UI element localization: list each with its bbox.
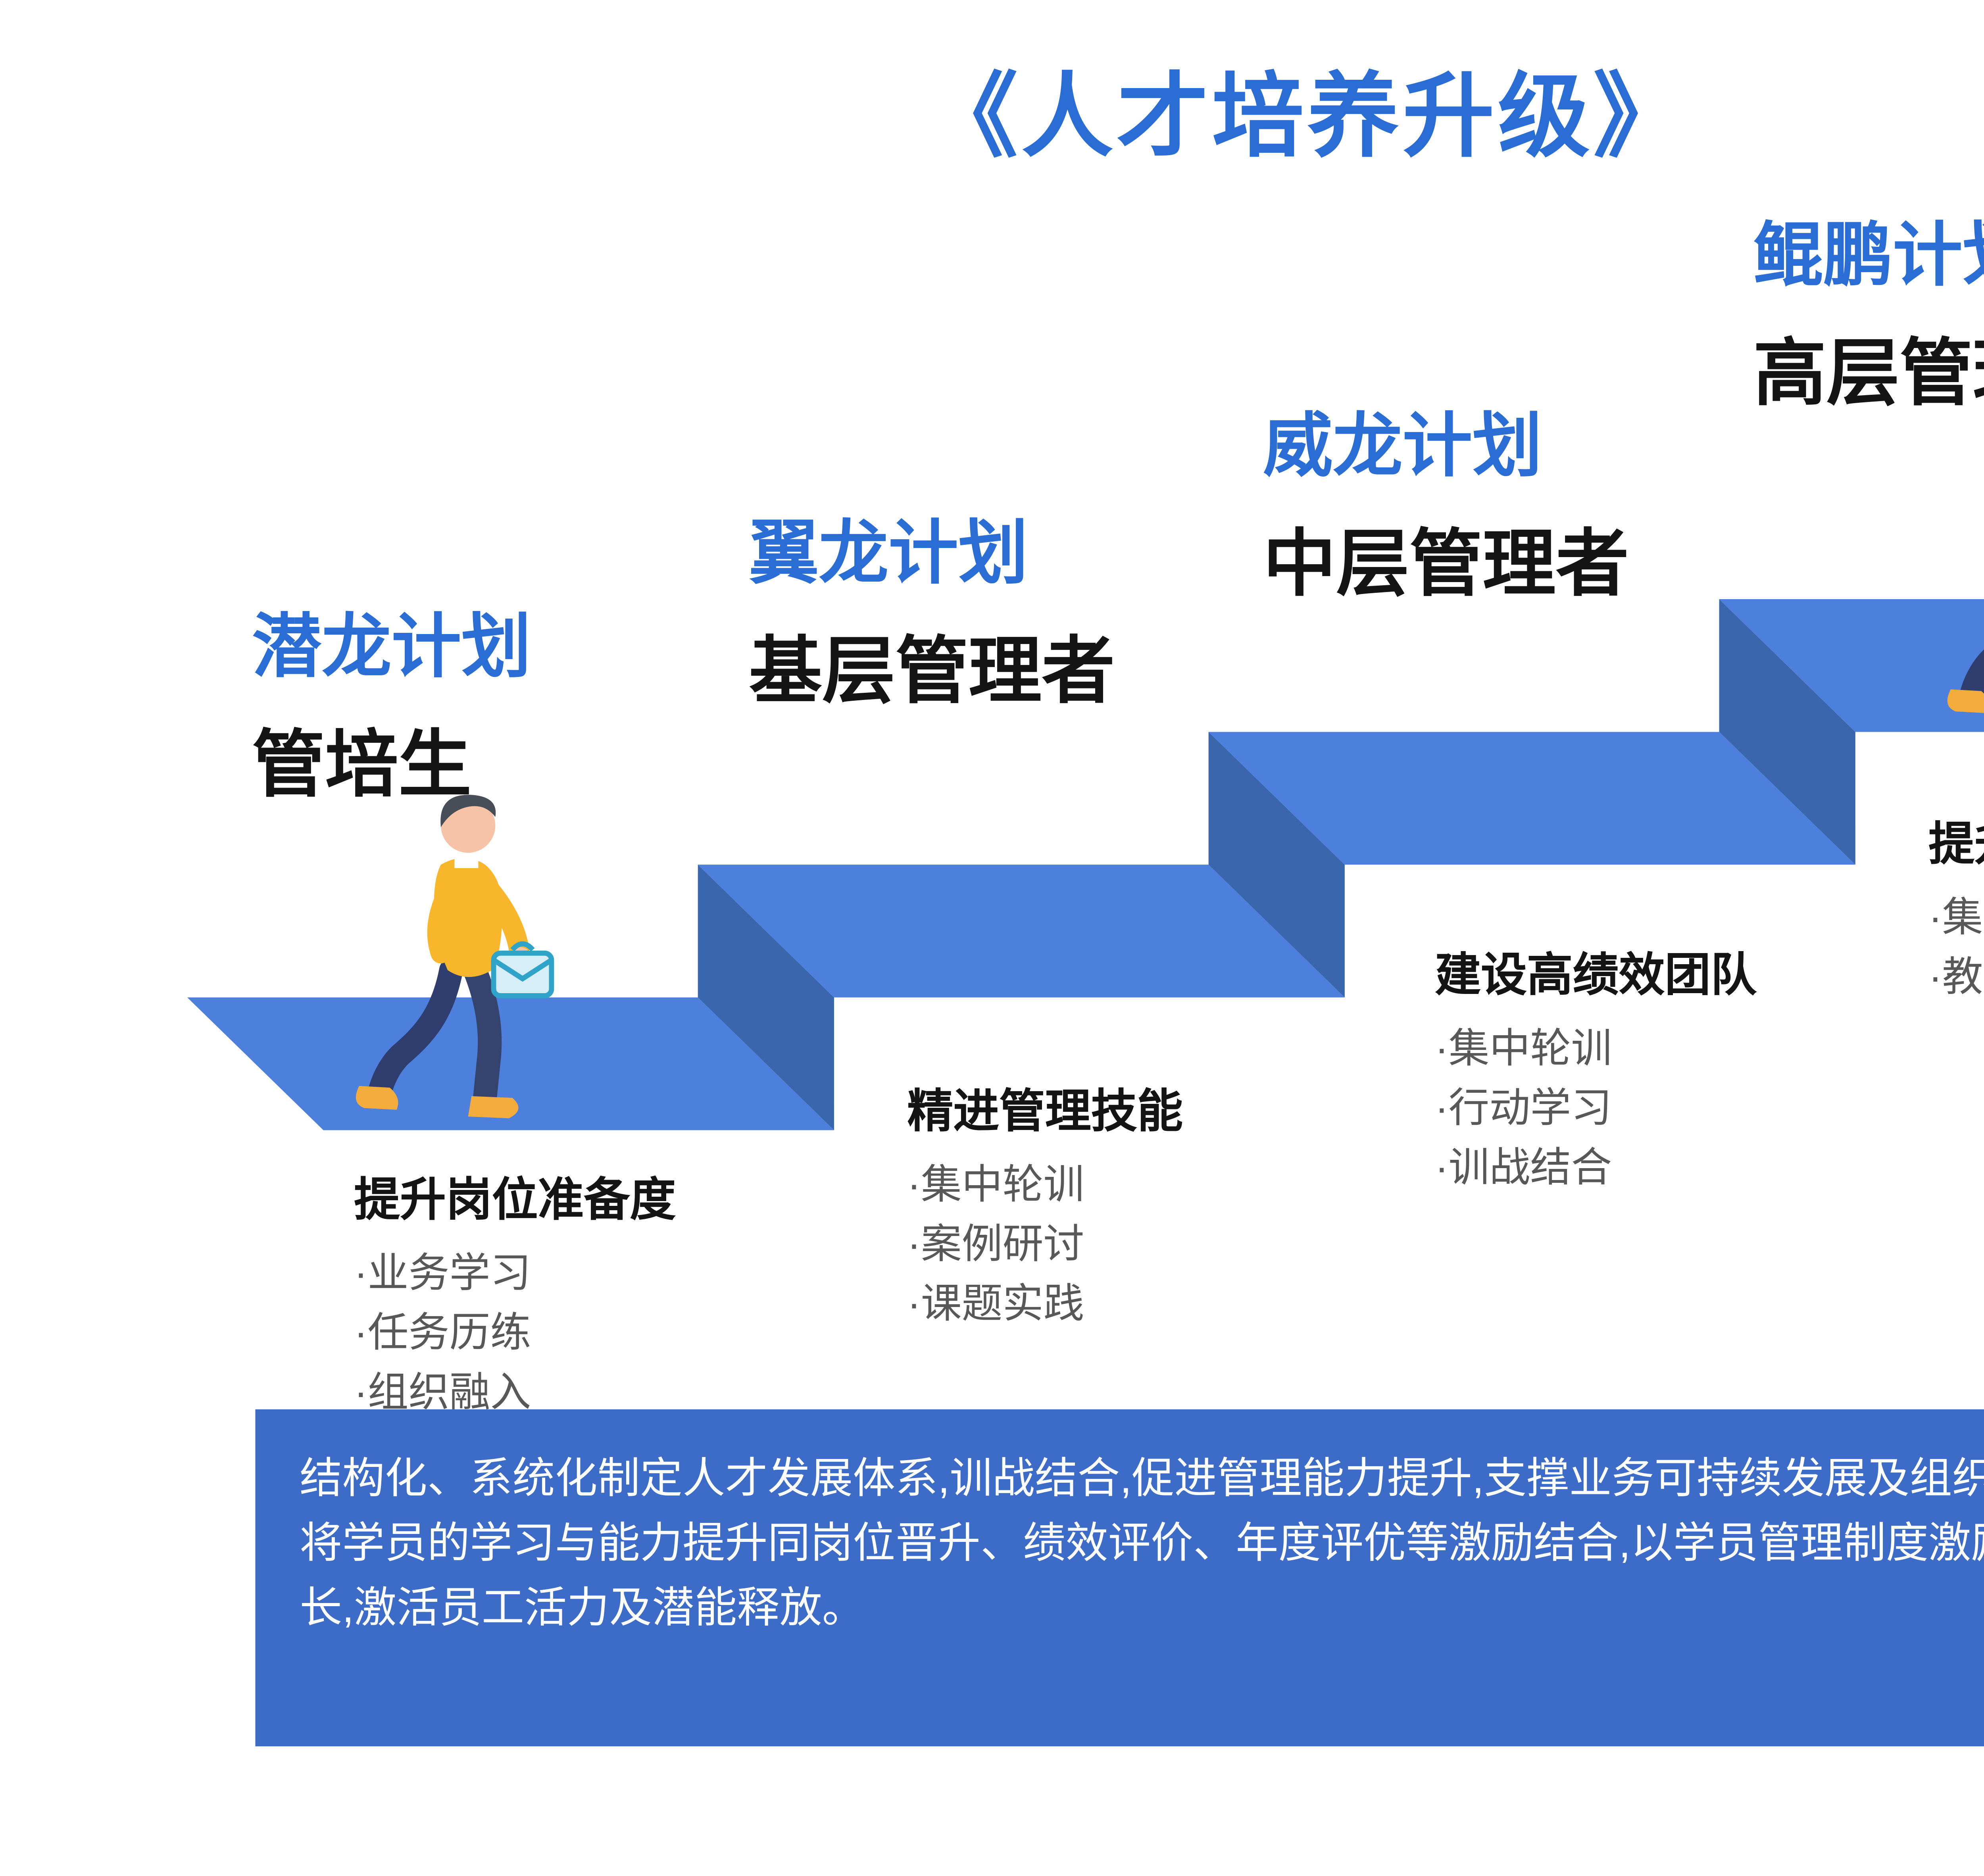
stage-4-item-2: ·教练辅导	[1928, 955, 1984, 1001]
stage-1-focus-title: 提升岗位准备度	[354, 1174, 676, 1226]
stage-2-item-3: ·课题实践	[907, 1282, 1084, 1328]
stage-2-item-1: ·集中轮训	[907, 1162, 1084, 1209]
page-title: 《人才培养升级》	[926, 66, 1689, 169]
step-3-riser	[1208, 732, 1345, 998]
step-1-surface	[187, 997, 834, 1130]
stage-2-focus-title: 精进管理技能	[907, 1086, 1183, 1137]
stage-4-detail: 提升组织与业务领导力 ·集体学习 ·教练辅导	[1928, 807, 1984, 1007]
stage-3-item-1: ·集中轮训	[1435, 1026, 1612, 1073]
stage-1-plan-name: 潜龙计划	[252, 607, 531, 686]
step-2-surface	[698, 865, 1345, 998]
summary-box: 结构化、系统化制定人才发展体系,训战结合,促进管理能力提升,支撑业务可持续发展及…	[255, 1409, 1984, 1747]
step-4-riser	[1719, 599, 1855, 865]
stage-3-detail: 建设高绩效团队 ·集中轮训 ·行动学习 ·训战结合	[1435, 938, 1757, 1198]
stage-3-item-2: ·行动学习	[1435, 1086, 1612, 1132]
stage-2-label-group: 翼龙计划 基层管理者	[749, 495, 1115, 718]
summary-paragraph-1: 结构化、系统化制定人才发展体系,训战结合,促进管理能力提升,支撑业务可持续发展及…	[299, 1455, 1984, 1503]
stage-1-item-3: ·组织融入	[354, 1370, 531, 1417]
stage-2-role: 基层管理者	[749, 631, 1115, 713]
summary-paragraph-2: 将学员的学习与能力提升同岗位晋升、绩效评价、年度评优等激励结合,以学员管理制度激…	[299, 1520, 1984, 1632]
stage-2-item-2: ·案例研讨	[907, 1222, 1084, 1268]
stage-3-label-group: 威龙计划 中层管理者	[1263, 388, 1629, 611]
stage-1-item-2: ·任务历练	[354, 1311, 531, 1357]
stage-4-item-1: ·集体学习	[1928, 895, 1984, 942]
stage-1-role: 管培生	[252, 725, 472, 807]
stage-2-detail: 精进管理技能 ·集中轮训 ·案例研讨 ·课题实践	[907, 1074, 1183, 1334]
step-2-riser	[698, 865, 834, 1130]
stage-4-label-group: 鲲鹏计划 高层管理者	[1753, 198, 1984, 421]
staircase	[187, 599, 1984, 1130]
stage-4-role: 高层管理者	[1753, 333, 1984, 415]
stage-1-item-1: ·业务学习	[354, 1251, 531, 1297]
stage-1-label-group: 潜龙计划 管培生	[252, 589, 531, 812]
stage-1-detail: 提升岗位准备度 ·业务学习 ·任务历练 ·组织融入	[354, 1163, 676, 1423]
step-4-surface	[1719, 599, 1984, 732]
stage-3-item-3: ·训战结合	[1435, 1145, 1612, 1192]
stage-3-focus-title: 建设高绩效团队	[1435, 950, 1757, 1001]
stage-2-plan-name: 翼龙计划	[749, 514, 1028, 592]
stage-3-role: 中层管理者	[1263, 524, 1629, 606]
stage-3-plan-name: 威龙计划	[1263, 407, 1542, 485]
stage-4-focus-title: 提升组织与业务领导力	[1928, 819, 1984, 870]
step-3-surface	[1208, 732, 1855, 865]
stage-4-plan-name: 鲲鹏计划	[1753, 216, 1984, 295]
